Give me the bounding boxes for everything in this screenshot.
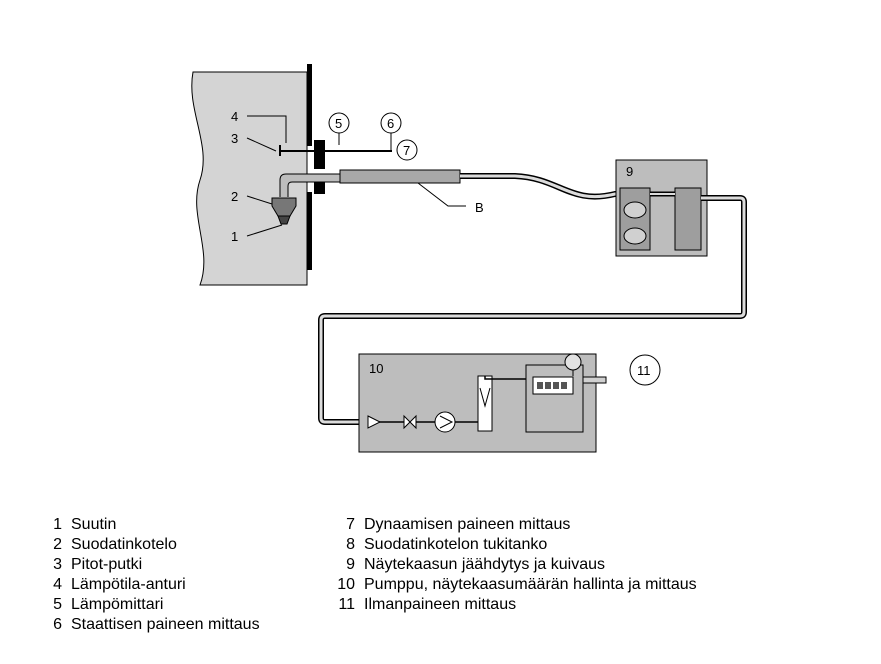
duct-section <box>191 71 308 286</box>
marker-7-circle <box>396 139 418 161</box>
label-6: 6 <box>387 116 394 131</box>
leader-3 <box>246 137 277 152</box>
gas-meter-digits <box>537 382 567 389</box>
lower-port-flange <box>314 178 325 194</box>
dryer-vessel <box>674 187 702 251</box>
gas-meter <box>525 364 584 433</box>
label-b: B <box>475 200 484 215</box>
leader-2 <box>246 195 273 205</box>
label-7: 7 <box>403 143 410 158</box>
label-1: 1 <box>231 229 238 244</box>
upper-port-flange <box>314 140 325 169</box>
flowmeter <box>477 375 493 432</box>
gas-meter-outlet <box>582 376 607 384</box>
sample-line-1 <box>460 173 630 200</box>
cooler-coil-lower <box>623 227 647 245</box>
label-11: 11 <box>637 363 651 378</box>
check-valve <box>367 415 382 429</box>
cooler-coil-upper <box>623 201 647 219</box>
thermometer-gauge <box>564 353 582 371</box>
shutoff-valve <box>403 414 417 430</box>
flowmeter-outlet <box>484 376 528 380</box>
label-5: 5 <box>335 116 342 131</box>
heated-line-b <box>339 169 461 184</box>
duct-wall <box>307 64 312 270</box>
label-3: 3 <box>231 131 238 146</box>
leader-b <box>417 182 466 207</box>
pump-icon <box>434 411 456 433</box>
label-10: 10 <box>369 361 383 376</box>
label-2: 2 <box>231 189 238 204</box>
nozzle <box>277 215 291 225</box>
leader-1 <box>246 224 283 237</box>
label-9: 9 <box>626 164 633 179</box>
leader-4 <box>247 115 287 143</box>
label-4: 4 <box>231 109 238 124</box>
marker-11-circle <box>629 354 661 386</box>
